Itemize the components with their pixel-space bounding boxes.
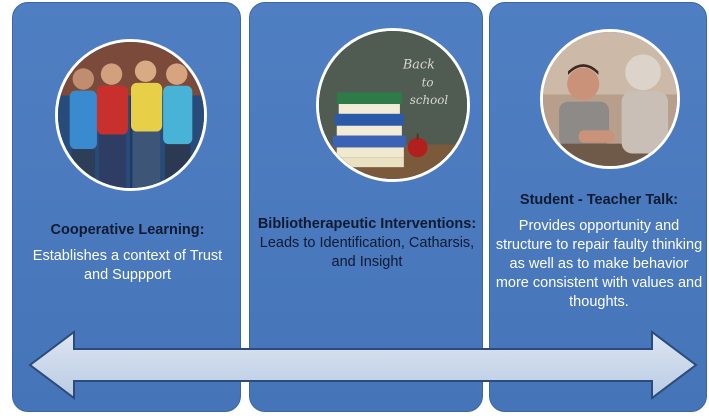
panel-text: Cooperative Learning: Establishes a cont… xyxy=(21,221,234,285)
student-teacher-icon xyxy=(543,32,677,166)
panel-title: Cooperative Learning: xyxy=(50,222,205,238)
panel-body: Leads to Identification, Catharsis, and … xyxy=(259,235,475,270)
panel-text: Student - Teacher Talk: Provides opportu… xyxy=(494,191,704,312)
panel-title: Bibliotherapeutic Interventions: xyxy=(257,216,477,232)
chalk-text-to: to xyxy=(422,75,434,89)
books-chalkboard-icon: Back to school xyxy=(319,31,467,179)
panel-body: Establishes a context of Trust and Suppp… xyxy=(32,248,223,283)
panel-text: Bibliotherapeutic Interventions: Leads t… xyxy=(254,215,480,272)
panel-bibliotherapeutic: Back to school Bibliotherapeutic Interve… xyxy=(249,2,483,412)
student-teacher-photo xyxy=(540,29,680,169)
panel-body: Provides opportunity and structure to re… xyxy=(495,218,703,310)
double-headed-arrow-icon xyxy=(28,330,698,400)
panel-title: Student - Teacher Talk: xyxy=(519,192,679,208)
books-chalkboard-photo: Back to school xyxy=(316,28,470,182)
panel-cooperative-learning: Cooperative Learning: Establishes a cont… xyxy=(12,2,241,412)
chalk-text-school: school xyxy=(410,93,449,107)
chalk-text-back: Back xyxy=(402,57,435,72)
students-group-icon xyxy=(58,42,204,188)
students-group-photo xyxy=(55,39,207,191)
panel-student-teacher-talk: Student - Teacher Talk: Provides opportu… xyxy=(489,2,707,412)
